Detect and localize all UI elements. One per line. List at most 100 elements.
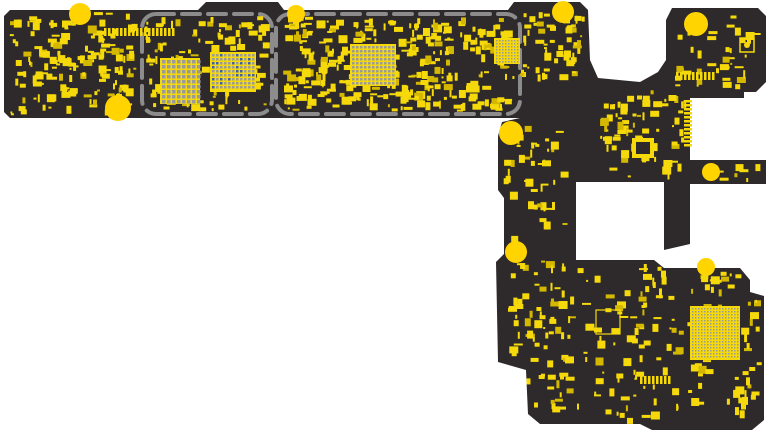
bga-ball xyxy=(719,344,721,346)
bga-ball xyxy=(698,344,700,346)
connector-right-top xyxy=(676,72,715,80)
bga-ball xyxy=(364,46,367,49)
bga-ball xyxy=(731,344,733,346)
bga-ball xyxy=(240,66,243,69)
bga-ball xyxy=(692,308,694,310)
bga-ball xyxy=(731,314,733,316)
smd-component xyxy=(595,357,604,366)
smd-component xyxy=(207,21,214,27)
smd-component xyxy=(460,32,463,38)
bga-ball xyxy=(212,54,215,57)
bga-ball xyxy=(713,323,715,325)
smd-component xyxy=(87,55,97,60)
smd-component xyxy=(704,284,710,291)
connector-pad xyxy=(684,136,692,139)
smd-component xyxy=(562,223,568,225)
bga-ball xyxy=(352,46,355,49)
smd-component xyxy=(10,113,14,116)
bga-ball xyxy=(719,341,721,343)
smd-component xyxy=(634,328,639,335)
mounting-hole xyxy=(505,241,527,263)
bga-ball xyxy=(197,95,201,99)
bga-ball xyxy=(511,43,513,45)
bga-ball xyxy=(728,350,730,352)
bga-ball xyxy=(704,347,706,349)
smd-component xyxy=(484,71,489,74)
smd-component xyxy=(535,67,540,74)
smd-component xyxy=(444,51,449,56)
bga-ball xyxy=(388,66,391,69)
bga-ball xyxy=(368,78,371,81)
smd-component xyxy=(510,159,515,167)
bga-ball xyxy=(722,353,724,355)
bga-ball xyxy=(216,70,219,73)
smd-component xyxy=(735,274,742,279)
smd-component xyxy=(698,372,703,377)
smd-component xyxy=(225,25,232,31)
bga-ball xyxy=(725,323,727,325)
bga-ball xyxy=(352,58,355,61)
smd-component xyxy=(299,46,303,51)
connector-pad xyxy=(116,28,119,36)
bga-ball xyxy=(731,320,733,322)
smd-component xyxy=(326,88,336,92)
bga-ball xyxy=(707,347,709,349)
bga-ball xyxy=(372,54,375,57)
smd-component xyxy=(573,42,579,48)
smd-component xyxy=(37,94,40,103)
smd-component xyxy=(10,111,13,114)
bga-ball xyxy=(701,350,703,352)
connector-pad xyxy=(132,28,135,36)
bga-ball xyxy=(508,40,510,42)
smd-component xyxy=(516,145,521,147)
bga-ball xyxy=(182,75,186,79)
bga-ball xyxy=(505,46,507,48)
smd-component xyxy=(506,35,511,38)
bga-ball xyxy=(384,74,387,77)
bga-ball xyxy=(216,74,219,77)
bga-ball xyxy=(376,62,379,65)
smd-component xyxy=(401,84,407,92)
smd-component xyxy=(495,24,501,30)
smd-component xyxy=(640,291,643,297)
bga-ball xyxy=(177,75,181,79)
smd-component xyxy=(306,31,313,36)
smd-component xyxy=(98,30,106,35)
bga-ball xyxy=(517,46,519,48)
smd-component xyxy=(534,402,538,408)
smd-component xyxy=(543,327,546,329)
smd-component xyxy=(560,406,566,410)
bga-ball xyxy=(737,320,739,322)
smd-component xyxy=(543,43,548,46)
bga-ball xyxy=(692,314,694,316)
bga-ball xyxy=(719,326,721,328)
bga-ball xyxy=(517,43,519,45)
smd-component xyxy=(389,93,399,96)
smd-component xyxy=(523,13,527,18)
smd-component xyxy=(605,294,615,299)
smd-component xyxy=(609,388,615,397)
smd-component xyxy=(33,97,37,100)
bga-ball xyxy=(167,80,171,84)
smd-component xyxy=(522,264,529,271)
smd-component xyxy=(493,24,496,32)
bga-ball xyxy=(719,350,721,352)
bga-ball xyxy=(384,62,387,65)
bga-ball xyxy=(380,58,383,61)
bga-ball xyxy=(376,50,379,53)
bga-ball xyxy=(692,335,694,337)
connector-pad xyxy=(140,28,143,36)
bga-ball xyxy=(728,323,730,325)
smd-component xyxy=(433,22,438,30)
bga-ball xyxy=(716,314,718,316)
bga-ball xyxy=(719,311,721,313)
smd-component xyxy=(35,71,43,80)
connector-pad xyxy=(684,132,692,135)
smd-component xyxy=(552,202,555,210)
smd-component xyxy=(585,357,588,362)
smd-component xyxy=(574,15,582,21)
smd-component xyxy=(39,72,48,75)
bga-ball xyxy=(496,55,498,57)
bga-ball xyxy=(511,55,513,57)
